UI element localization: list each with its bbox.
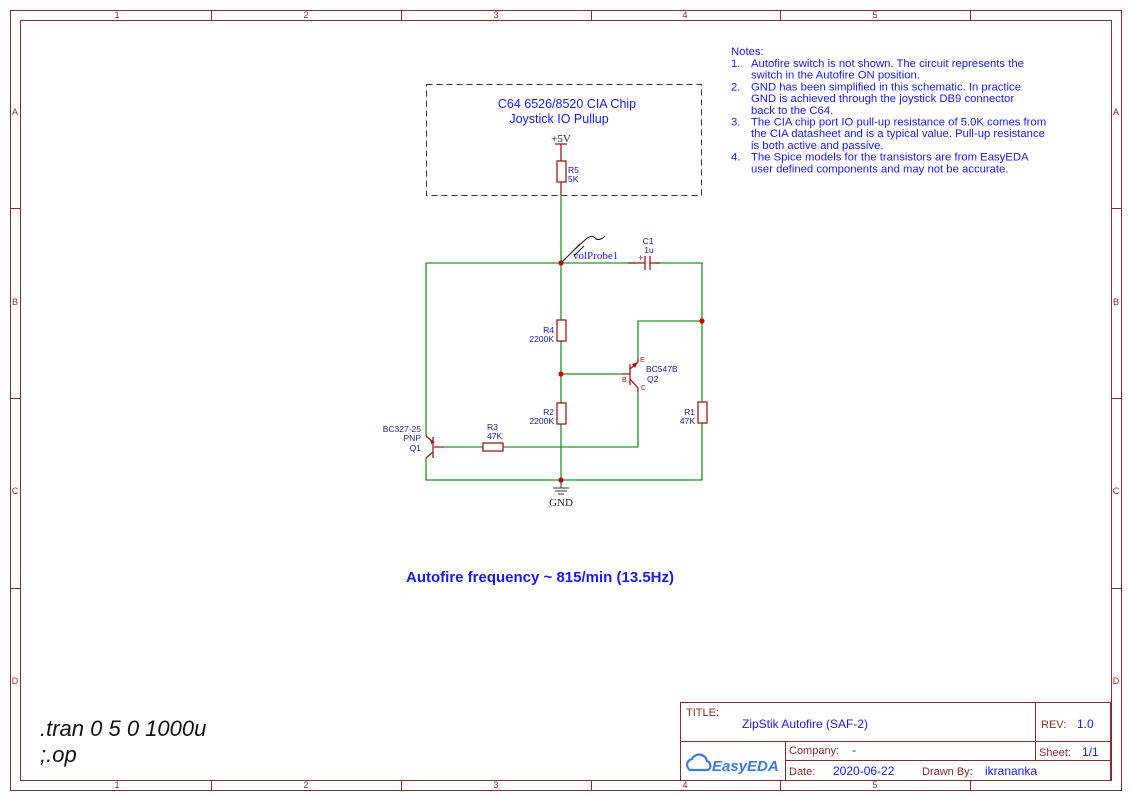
note-line: the CIA datasheet and is a typical value…	[751, 128, 1045, 140]
note-line: back to the C64.	[751, 105, 833, 117]
frame-column-label: 1	[114, 10, 119, 20]
sheet-label: Sheet:	[1039, 747, 1071, 759]
drawn-by-value: ikrananka	[985, 764, 1037, 778]
company-value: -	[852, 743, 856, 757]
q2-ref: Q2	[647, 374, 659, 384]
frame-row-label: D	[12, 676, 19, 686]
ground-symbol: GND	[549, 480, 573, 509]
probe-label: volProbe1	[573, 250, 618, 262]
transistor-q2[interactable]: E B C BC547B Q2	[622, 357, 678, 392]
sheet-value: 1/1	[1082, 745, 1099, 759]
frame-row-label: A	[1113, 107, 1119, 117]
frame-column-label: 1	[114, 780, 119, 790]
frame-column-label: 3	[493, 10, 498, 20]
r3-value: 47K	[487, 431, 502, 441]
frame-row-label: B	[12, 297, 18, 307]
title-block: TITLE: ZipStik Autofire (SAF-2) REV: 1.0…	[680, 702, 1111, 781]
easyeda-logo: EasyEDA	[686, 753, 779, 775]
r2-ref: R2	[543, 407, 554, 417]
note-line: GND has been simplified in this schemati…	[751, 81, 1021, 93]
title-label: TITLE:	[686, 707, 719, 719]
pullup-box: C64 6526/8520 CIA Chip Joystick IO Pullu…	[426, 84, 702, 196]
note-number: 2.	[731, 81, 740, 93]
date-label: Date:	[789, 766, 815, 778]
resistor-r3[interactable]: R3 47K	[482, 422, 504, 452]
note-line: is both active and passive.	[751, 140, 884, 152]
note-line: The Spice models for the transistors are…	[751, 152, 1029, 164]
frequency-annotation: Autofire frequency ~ 815/min (13.5Hz)	[406, 569, 674, 586]
title-value: ZipStik Autofire (SAF-2)	[742, 717, 868, 731]
frame-column-label: 2	[303, 10, 308, 20]
note-line: user defined components and may not be a…	[751, 163, 1008, 175]
frame-row-label: B	[1113, 297, 1119, 307]
frame-row-label: C	[1113, 486, 1120, 496]
r4-ref: R4	[543, 325, 554, 335]
q1-type: PNP	[404, 433, 422, 443]
frame-row-label: D	[1113, 676, 1120, 686]
resistor-r2[interactable]: R2 2200K	[529, 402, 567, 426]
c1-ref: C1	[643, 236, 654, 246]
r3-ref: R3	[487, 422, 498, 432]
note-line: GND is achieved through the joystick DB9…	[751, 93, 1014, 105]
spice-directive-tran: .tran 0 5 0 1000u	[40, 716, 206, 741]
q1-ref: Q1	[410, 443, 422, 453]
q2-pin-c: C	[641, 385, 646, 392]
frame-column-label: 5	[872, 10, 877, 20]
notes: Notes: 1. Autofire switch is not shown. T…	[731, 46, 1046, 175]
frame-column-label: 2	[303, 780, 308, 790]
company-label: Company:	[789, 745, 839, 757]
pullup-title-2: Joystick IO Pullup	[509, 112, 608, 126]
r1-value: 47K	[680, 416, 695, 426]
c1-polarity: +	[638, 253, 643, 263]
spice-directive-op: ;.op	[40, 742, 77, 767]
frame-column-label: 3	[493, 780, 498, 790]
note-line: switch in the Autofire ON position.	[751, 70, 920, 82]
frame-row-label: C	[12, 486, 19, 496]
transistor-q1[interactable]: BC327-25 PNP Q1	[383, 424, 444, 459]
note-number: 1.	[731, 58, 740, 70]
q2-pin-e: E	[640, 357, 645, 364]
sheet-frame	[10, 10, 1122, 791]
frame-column-label: 5	[872, 780, 877, 790]
q1-part: BC327-25	[383, 424, 422, 434]
note-number: 3.	[731, 117, 740, 129]
rev-label: REV:	[1041, 719, 1066, 731]
r5-ref: R5	[568, 165, 579, 175]
frame-column-label: 4	[682, 10, 687, 20]
r5-value: 5K	[568, 174, 579, 184]
gnd-label: GND	[549, 497, 573, 509]
note-number: 4.	[731, 152, 740, 164]
resistor-r1[interactable]: R1 47K	[680, 401, 708, 426]
supply-label: +5V	[551, 133, 571, 145]
q2-part: BC547B	[646, 364, 678, 374]
notes-heading: Notes:	[731, 46, 764, 58]
q2-pin-b: B	[622, 377, 627, 384]
voltage-probe[interactable]: volProbe1	[560, 235, 618, 264]
frame-column-label: 4	[682, 780, 687, 790]
frame-row-label: A	[12, 107, 18, 117]
drawn-by-label: Drawn By:	[922, 766, 973, 778]
note-line: Autofire switch is not shown. The circui…	[751, 58, 1024, 70]
resistor-r5[interactable]	[556, 160, 567, 183]
r2-value: 2200K	[529, 416, 554, 426]
resistor-r4[interactable]: R4 2200K	[529, 319, 567, 344]
r4-value: 2200K	[529, 334, 554, 344]
capacitor-c1[interactable]: + C1 1u	[628, 236, 660, 270]
date-value: 2020-06-22	[833, 764, 895, 778]
rev-value: 1.0	[1077, 717, 1094, 731]
logo-text: EasyEDA	[712, 758, 779, 775]
pullup-title-1: C64 6526/8520 CIA Chip	[498, 97, 636, 111]
wires	[425, 195, 705, 483]
c1-value: 1u	[644, 245, 654, 255]
note-line: The CIA chip port IO pull-up resistance …	[751, 117, 1046, 129]
r1-ref: R1	[684, 407, 695, 417]
